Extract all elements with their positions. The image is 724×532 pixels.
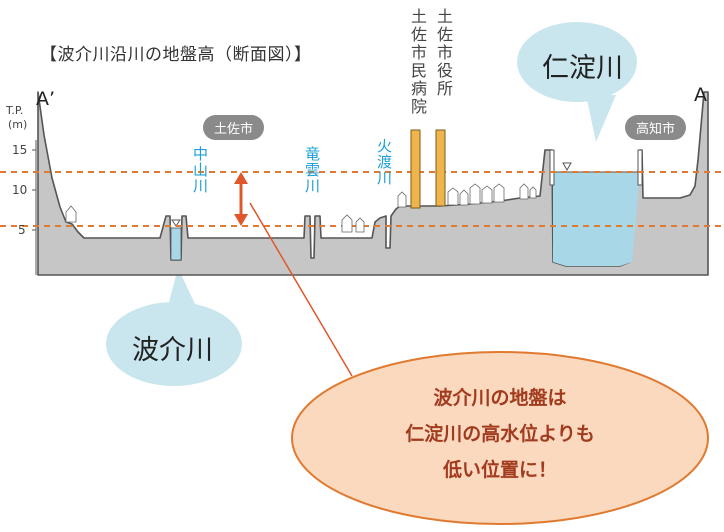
niyodo-bubble-tail [586, 95, 616, 142]
niyodo-water [553, 172, 640, 266]
hakai-bubble-tail [168, 268, 196, 306]
note-line-1: 波介川の地盤は [433, 387, 567, 409]
houses [65, 183, 537, 233]
point-a: A [694, 84, 707, 106]
tick-15: 15 [12, 143, 28, 157]
niyodo-label: 仁淀川 [542, 53, 623, 84]
connector-line [249, 202, 353, 377]
building-label-office: 土佐市役所 [434, 8, 453, 98]
building-label-hospital: 土佐市民病院 [408, 8, 427, 116]
diagram-title: 【波介川沿川の地盤高（断面図）】 [40, 45, 312, 65]
note-ellipse [291, 351, 709, 525]
nakayama-water [170, 227, 182, 261]
hakai-bubble [106, 302, 242, 386]
river-label-hiwatari: 火渡川 [375, 138, 393, 186]
nakayama-level-marker [171, 219, 181, 227]
office-tower [435, 129, 446, 207]
point-a-prime: A’ [36, 88, 56, 110]
axis-unit-m: (m) [8, 118, 28, 131]
levee-left-niyodo [549, 149, 555, 186]
hospital-tower [410, 129, 421, 209]
difference-arrow-down [234, 214, 248, 226]
note-line-3: 低い位置に！ [442, 459, 557, 481]
river-label-ryuun: 竜雲川 [303, 146, 321, 194]
difference-arrow-up [234, 172, 248, 184]
hakai-label: 波介川 [132, 335, 213, 366]
river-label-nakayama: 中山川 [191, 146, 209, 194]
axis-unit-tp: T.P. [6, 104, 24, 117]
ground-profile [37, 91, 709, 276]
levee-right-niyodo [637, 149, 643, 186]
note-line-2: 仁淀川の高水位よりも [405, 423, 595, 445]
niyodo-bubble [517, 22, 637, 102]
tick-5: 5 [18, 223, 26, 237]
tick-10: 10 [12, 183, 28, 197]
water-level-marker [562, 162, 572, 172]
city-kochi-label: 高知市 [625, 115, 687, 140]
note-text: 波介川の地盤は 仁淀川の高水位よりも 低い位置に！ [320, 380, 680, 488]
city-tosa-label: 土佐市 [203, 115, 265, 140]
